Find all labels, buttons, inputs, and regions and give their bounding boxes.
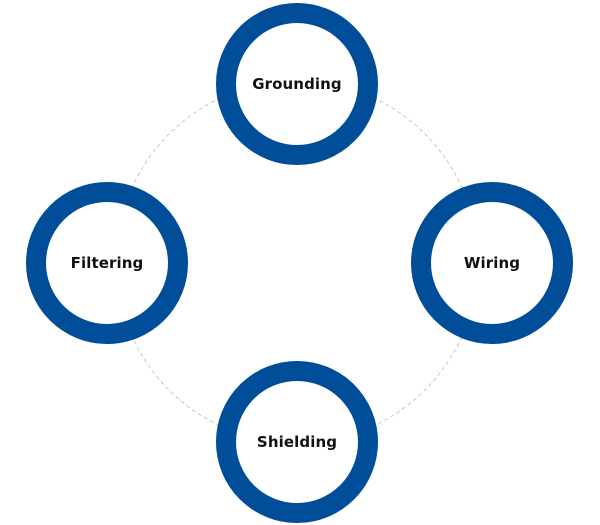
node-label-shielding: Shielding: [256, 433, 338, 451]
node-wiring: Wiring: [411, 182, 573, 344]
node-label-wiring: Wiring: [463, 254, 521, 272]
node-shielding: Shielding: [216, 361, 378, 523]
node-label-grounding: Grounding: [252, 75, 342, 93]
node-grounding: Grounding: [216, 3, 378, 165]
node-filtering: Filtering: [26, 182, 188, 344]
node-label-filtering: Filtering: [70, 254, 144, 272]
